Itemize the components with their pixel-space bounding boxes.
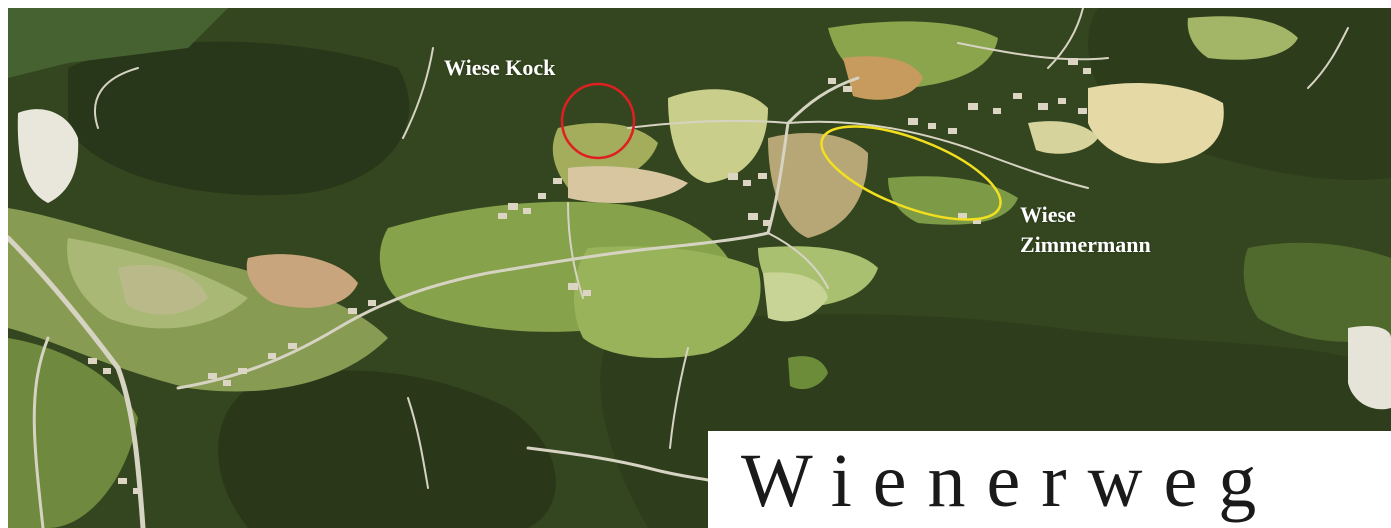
kock-circle-marker xyxy=(560,82,636,160)
aerial-map: Wiese Kock Wiese Zimmermann Wienerweg xyxy=(8,8,1391,528)
field-tan xyxy=(843,56,923,100)
forest-patch xyxy=(68,41,410,196)
aerial-photo xyxy=(8,8,1391,528)
field-light xyxy=(118,264,208,315)
meadow xyxy=(8,338,138,528)
forest-patch xyxy=(8,8,228,78)
forest-clearing xyxy=(788,356,828,390)
settlements xyxy=(88,58,1091,494)
field-light xyxy=(1088,83,1224,164)
field-tan xyxy=(246,254,358,308)
title-text: Wienerweg xyxy=(741,439,1278,523)
field-tan xyxy=(568,166,688,203)
label-zimmermann-line2: Zimmermann xyxy=(1020,232,1151,257)
forest-patch xyxy=(218,370,556,528)
meadow-light xyxy=(573,246,761,358)
label-zimmermann-line1: Wiese xyxy=(1020,202,1076,227)
road-network xyxy=(8,8,1349,528)
zimmermann-ellipse-marker xyxy=(820,125,1002,221)
forest-clearing xyxy=(1243,242,1391,342)
label-wiese-zimmermann: Wiese Zimmermann xyxy=(1020,200,1151,260)
title-panel: Wienerweg xyxy=(708,431,1391,528)
label-wiese-kock: Wiese Kock xyxy=(444,55,556,80)
meadow xyxy=(1187,16,1298,60)
field-light xyxy=(1028,121,1098,154)
field-tan xyxy=(768,133,868,238)
field-light xyxy=(763,272,828,322)
field-light xyxy=(668,89,768,183)
quarry xyxy=(17,109,79,203)
quarry xyxy=(1348,326,1391,410)
